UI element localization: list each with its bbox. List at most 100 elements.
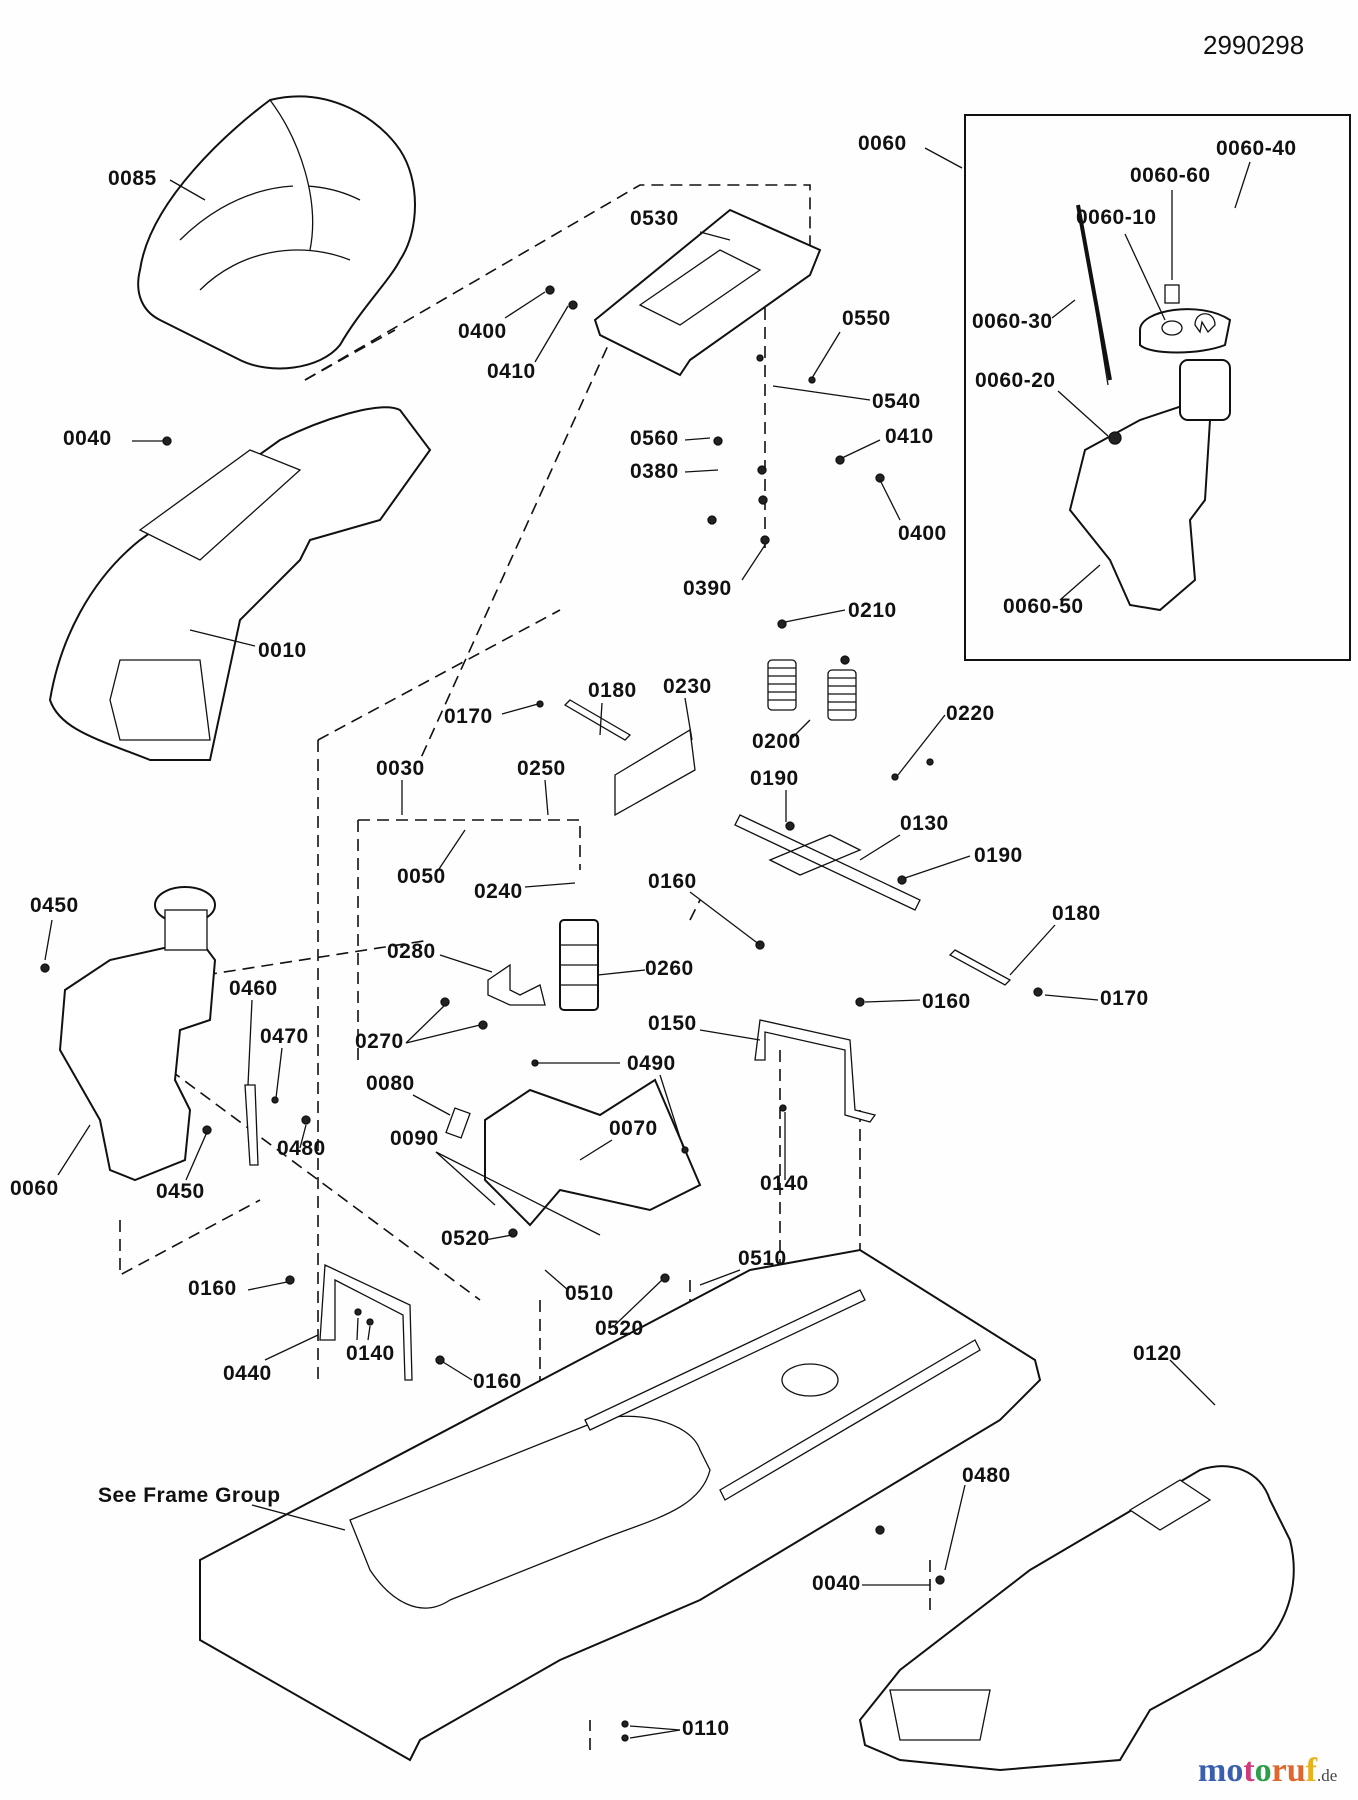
strap-part[interactable] <box>244 1084 259 1166</box>
label-part[interactable] <box>445 1107 471 1139</box>
part-callout-0410b[interactable]: 0410 <box>885 425 934 448</box>
right-fender-part[interactable] <box>858 1465 1295 1772</box>
part-callout-frame[interactable]: See Frame Group <box>98 1484 281 1507</box>
spring-parts[interactable] <box>767 659 857 721</box>
leader-line <box>944 1484 966 1571</box>
part-callout-0160a[interactable]: 0160 <box>648 870 697 893</box>
part-callout-0260[interactable]: 0260 <box>645 957 694 980</box>
part-callout-0520b[interactable]: 0520 <box>595 1317 644 1340</box>
part-callout-0390[interactable]: 0390 <box>683 577 732 600</box>
part-callout-0460[interactable]: 0460 <box>229 977 278 1000</box>
part-callout-0060-40[interactable]: 0060-40 <box>1216 137 1297 160</box>
part-callout-0040a[interactable]: 0040 <box>63 427 112 450</box>
part-callout-0280[interactable]: 0280 <box>387 940 436 963</box>
leader-line <box>501 703 539 715</box>
fastener-parts[interactable] <box>40 285 1043 1742</box>
part-callout-0190b[interactable]: 0190 <box>974 844 1023 867</box>
part-callout-0450b[interactable]: 0450 <box>156 1180 205 1203</box>
mount-bracket-part[interactable] <box>754 1019 877 1123</box>
part-callout-0060b[interactable]: 0060 <box>10 1177 59 1200</box>
leader-line <box>299 1124 307 1149</box>
part-callout-0200[interactable]: 0200 <box>752 730 801 753</box>
part-callout-0050[interactable]: 0050 <box>397 865 446 888</box>
part-callout-0160b[interactable]: 0160 <box>922 990 971 1013</box>
part-callout-0560[interactable]: 0560 <box>630 427 679 450</box>
part-callout-0450a[interactable]: 0450 <box>30 894 79 917</box>
rear-bracket-part[interactable] <box>319 1264 413 1381</box>
part-callout-0250[interactable]: 0250 <box>517 757 566 780</box>
part-callout-0510b[interactable]: 0510 <box>738 1247 787 1270</box>
part-callout-0060-20[interactable]: 0060-20 <box>975 369 1056 392</box>
part-callout-0520a[interactable]: 0520 <box>441 1227 490 1250</box>
part-callout-0550[interactable]: 0550 <box>842 307 891 330</box>
part-callout-0180b[interactable]: 0180 <box>1052 902 1101 925</box>
part-callout-0110[interactable]: 0110 <box>682 1717 730 1740</box>
part-callout-0190a[interactable]: 0190 <box>750 767 799 790</box>
bracket-plate-part[interactable] <box>614 728 696 817</box>
part-callout-0150[interactable]: 0150 <box>648 1012 697 1035</box>
part-callout-0040b[interactable]: 0040 <box>812 1572 861 1595</box>
part-callout-0070[interactable]: 0070 <box>609 1117 658 1140</box>
part-callout-0060-30[interactable]: 0060-30 <box>972 310 1053 333</box>
part-callout-0240[interactable]: 0240 <box>474 880 523 903</box>
part-callout-0120[interactable]: 0120 <box>1133 1342 1182 1365</box>
part-callout-0060[interactable]: 0060 <box>858 132 907 155</box>
part-callout-0010[interactable]: 0010 <box>258 639 307 662</box>
leader-line <box>435 1151 496 1206</box>
part-callout-0080[interactable]: 0080 <box>366 1072 415 1095</box>
part-callout-0130[interactable]: 0130 <box>900 812 949 835</box>
part-callout-0060-10[interactable]: 0060-10 <box>1076 206 1157 229</box>
leader-line <box>659 1074 684 1148</box>
seat-plate-part[interactable] <box>593 208 822 377</box>
part-callout-0170b[interactable]: 0170 <box>1100 987 1149 1010</box>
part-callout-0140b[interactable]: 0140 <box>346 1342 395 1365</box>
part-callout-0230[interactable]: 0230 <box>663 675 712 698</box>
part-callout-0220[interactable]: 0220 <box>946 702 995 725</box>
part-callout-0180a[interactable]: 0180 <box>588 679 637 702</box>
leader-line <box>1057 390 1109 437</box>
frame-part[interactable] <box>199 1248 1042 1762</box>
leader-line <box>356 1317 359 1341</box>
leader-line <box>534 305 569 363</box>
part-callout-0060-60[interactable]: 0060-60 <box>1130 164 1211 187</box>
part-callout-0085[interactable]: 0085 <box>108 167 157 190</box>
part-callout-0030[interactable]: 0030 <box>376 757 425 780</box>
left-fender-part[interactable] <box>48 406 432 761</box>
part-callout-0380[interactable]: 0380 <box>630 460 679 483</box>
watermark-letter: o <box>1254 1752 1272 1789</box>
leader-line <box>859 834 901 861</box>
part-callout-0540[interactable]: 0540 <box>872 390 921 413</box>
part-callout-0160c[interactable]: 0160 <box>188 1277 237 1300</box>
leader-line <box>405 1024 481 1044</box>
inset-fuel-tank-part[interactable] <box>1068 204 1232 612</box>
part-callout-0400a[interactable]: 0400 <box>458 320 507 343</box>
part-callout-0170a[interactable]: 0170 <box>444 705 493 728</box>
part-callout-0470[interactable]: 0470 <box>260 1025 309 1048</box>
part-callout-0160d[interactable]: 0160 <box>473 1370 522 1393</box>
part-callout-0490[interactable]: 0490 <box>627 1052 676 1075</box>
rod-part-b[interactable] <box>948 949 1012 986</box>
rod-part[interactable] <box>563 699 632 741</box>
part-callout-0400b[interactable]: 0400 <box>898 522 947 545</box>
seat-part[interactable] <box>137 95 416 370</box>
part-callout-0510a[interactable]: 0510 <box>565 1282 614 1305</box>
part-callout-0440[interactable]: 0440 <box>223 1362 272 1385</box>
part-callout-0480a[interactable]: 0480 <box>277 1137 326 1160</box>
part-callout-0410a[interactable]: 0410 <box>487 360 536 383</box>
part-callout-0530[interactable]: 0530 <box>630 207 679 230</box>
left-fuel-tank-part[interactable] <box>58 886 217 1182</box>
part-callout-0060-50[interactable]: 0060-50 <box>1003 595 1084 618</box>
crossbar-part[interactable] <box>734 814 921 911</box>
part-callout-0090[interactable]: 0090 <box>390 1127 439 1150</box>
battery-part[interactable] <box>559 919 599 1011</box>
part-callout-0140a[interactable]: 0140 <box>760 1172 809 1195</box>
leader-line <box>185 1131 208 1181</box>
part-callout-0480b[interactable]: 0480 <box>962 1464 1011 1487</box>
part-callout-0270[interactable]: 0270 <box>355 1030 404 1053</box>
leader-line <box>904 855 971 879</box>
battery-bracket-part[interactable] <box>487 963 546 1006</box>
leader-line <box>772 385 871 401</box>
part-callout-0210[interactable]: 0210 <box>848 599 897 622</box>
